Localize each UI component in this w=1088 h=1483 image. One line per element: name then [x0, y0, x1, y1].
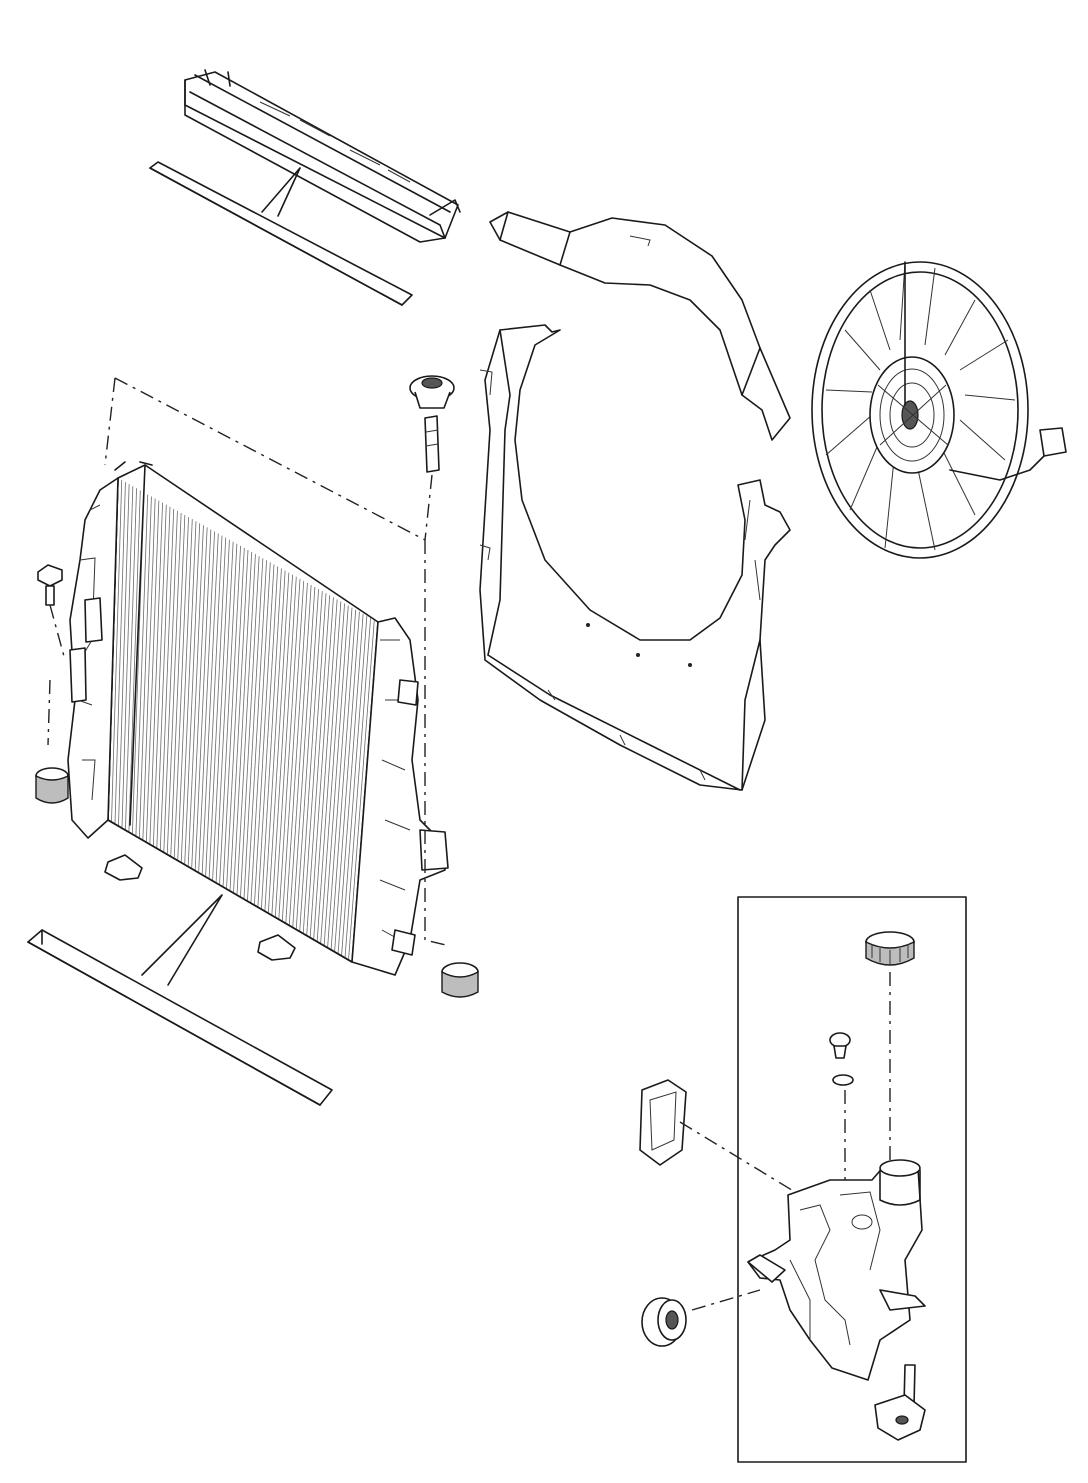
radiator-fin [313, 599, 338, 940]
radiator-fin [128, 490, 141, 833]
radiator-fin [236, 554, 256, 896]
leader-line-upper-seal [261, 167, 301, 217]
radiator-fin [205, 535, 223, 877]
radiator-fin [250, 562, 271, 904]
level-sensor [874, 1364, 926, 1441]
radiator-fin [138, 496, 152, 839]
bolt [37, 564, 63, 606]
expansion-tank-cap [865, 931, 915, 966]
clip-left [104, 854, 143, 881]
radiator-fin [260, 568, 282, 910]
radiator-fin [327, 607, 353, 948]
radiator-fin [208, 537, 227, 879]
radiator-fin [292, 587, 316, 928]
radiator-fin [222, 545, 241, 887]
radiator-fin [341, 615, 368, 956]
radiator-fin [233, 552, 253, 894]
bleed-screw [829, 1032, 854, 1086]
upper-mount-grommet [409, 375, 455, 409]
radiator-fin [257, 566, 279, 908]
radiator-fin [152, 504, 167, 847]
cooling-fan [811, 261, 1067, 559]
radiator-fin [156, 506, 171, 849]
radiator-fin [125, 488, 137, 831]
radiator-fin [267, 572, 290, 914]
radiator-fin [187, 525, 204, 867]
fan-shroud [479, 211, 791, 791]
radiator-fin [180, 521, 197, 863]
radiator-fin [247, 560, 267, 902]
radiator-fin [281, 580, 305, 922]
radiator-fin [302, 593, 327, 934]
radiator-fin [320, 603, 345, 944]
radiator-fin [111, 480, 123, 823]
coolant-expansion-tank [747, 1159, 926, 1381]
radiator-fin [309, 597, 334, 938]
radiator-fin [184, 523, 201, 865]
radiator-fin [316, 601, 342, 942]
radiator-fin [288, 584, 312, 926]
radiator-fin [334, 611, 360, 952]
radiator-fin [166, 512, 182, 855]
seal-strip-lower [27, 929, 333, 1106]
clip-right [257, 934, 296, 961]
radiator-fin [135, 494, 149, 837]
radiator-fin [170, 515, 186, 857]
radiator-fin [229, 549, 249, 892]
radiator-fin [348, 619, 375, 961]
radiator-fin [145, 500, 160, 843]
radiator-fin [191, 527, 208, 869]
radiator-fin [240, 556, 260, 898]
radiator-fin [274, 576, 297, 918]
radiator-fin [163, 510, 178, 853]
radiator-fin [337, 613, 364, 954]
radiator-fin [285, 582, 308, 924]
inset-frame [737, 896, 967, 1463]
radiator-fin [173, 517, 189, 859]
radiator-fin [295, 589, 319, 930]
radiator-fin [226, 547, 245, 889]
alignment-line-bolt [47, 604, 66, 746]
alignment-line-bushing [691, 1289, 761, 1311]
radiator-fin [243, 558, 264, 900]
radiator-fin [201, 533, 219, 875]
radiator-fin [264, 570, 286, 912]
mount-pin [424, 415, 440, 473]
radiator-fin [215, 541, 234, 883]
tank-mount-bushing [641, 1297, 687, 1347]
radiator-fin [142, 498, 156, 841]
radiator-fin [323, 605, 349, 946]
radiator-fin [254, 564, 275, 906]
seal-strip-upper [149, 161, 413, 306]
radiator-fin [271, 574, 293, 916]
radiator-fin [306, 595, 331, 936]
lower-left-bushing [35, 767, 69, 804]
alignment-line-bracket [679, 1121, 801, 1196]
radiator-fin [299, 591, 323, 932]
tank-bracket [639, 1079, 687, 1166]
top-shroud-panel [184, 69, 461, 243]
radiator-fin [114, 482, 126, 825]
radiator [67, 461, 449, 976]
radiator-fin [121, 486, 134, 829]
radiator-core-fins [111, 480, 375, 961]
radiator-fin [219, 543, 238, 885]
radiator-fin [344, 617, 371, 958]
leader-line-lower-seal [141, 894, 223, 986]
radiator-fin [159, 508, 175, 851]
radiator-fin [177, 519, 193, 861]
radiator-fin [330, 609, 357, 950]
radiator-fin [278, 578, 301, 920]
lower-right-bushing [441, 962, 479, 998]
radiator-fin [118, 484, 130, 827]
radiator-fin [149, 502, 163, 845]
radiator-fin [194, 529, 212, 871]
alignment-line [104, 377, 447, 946]
radiator-fin [198, 531, 215, 873]
radiator-fin [212, 539, 230, 881]
